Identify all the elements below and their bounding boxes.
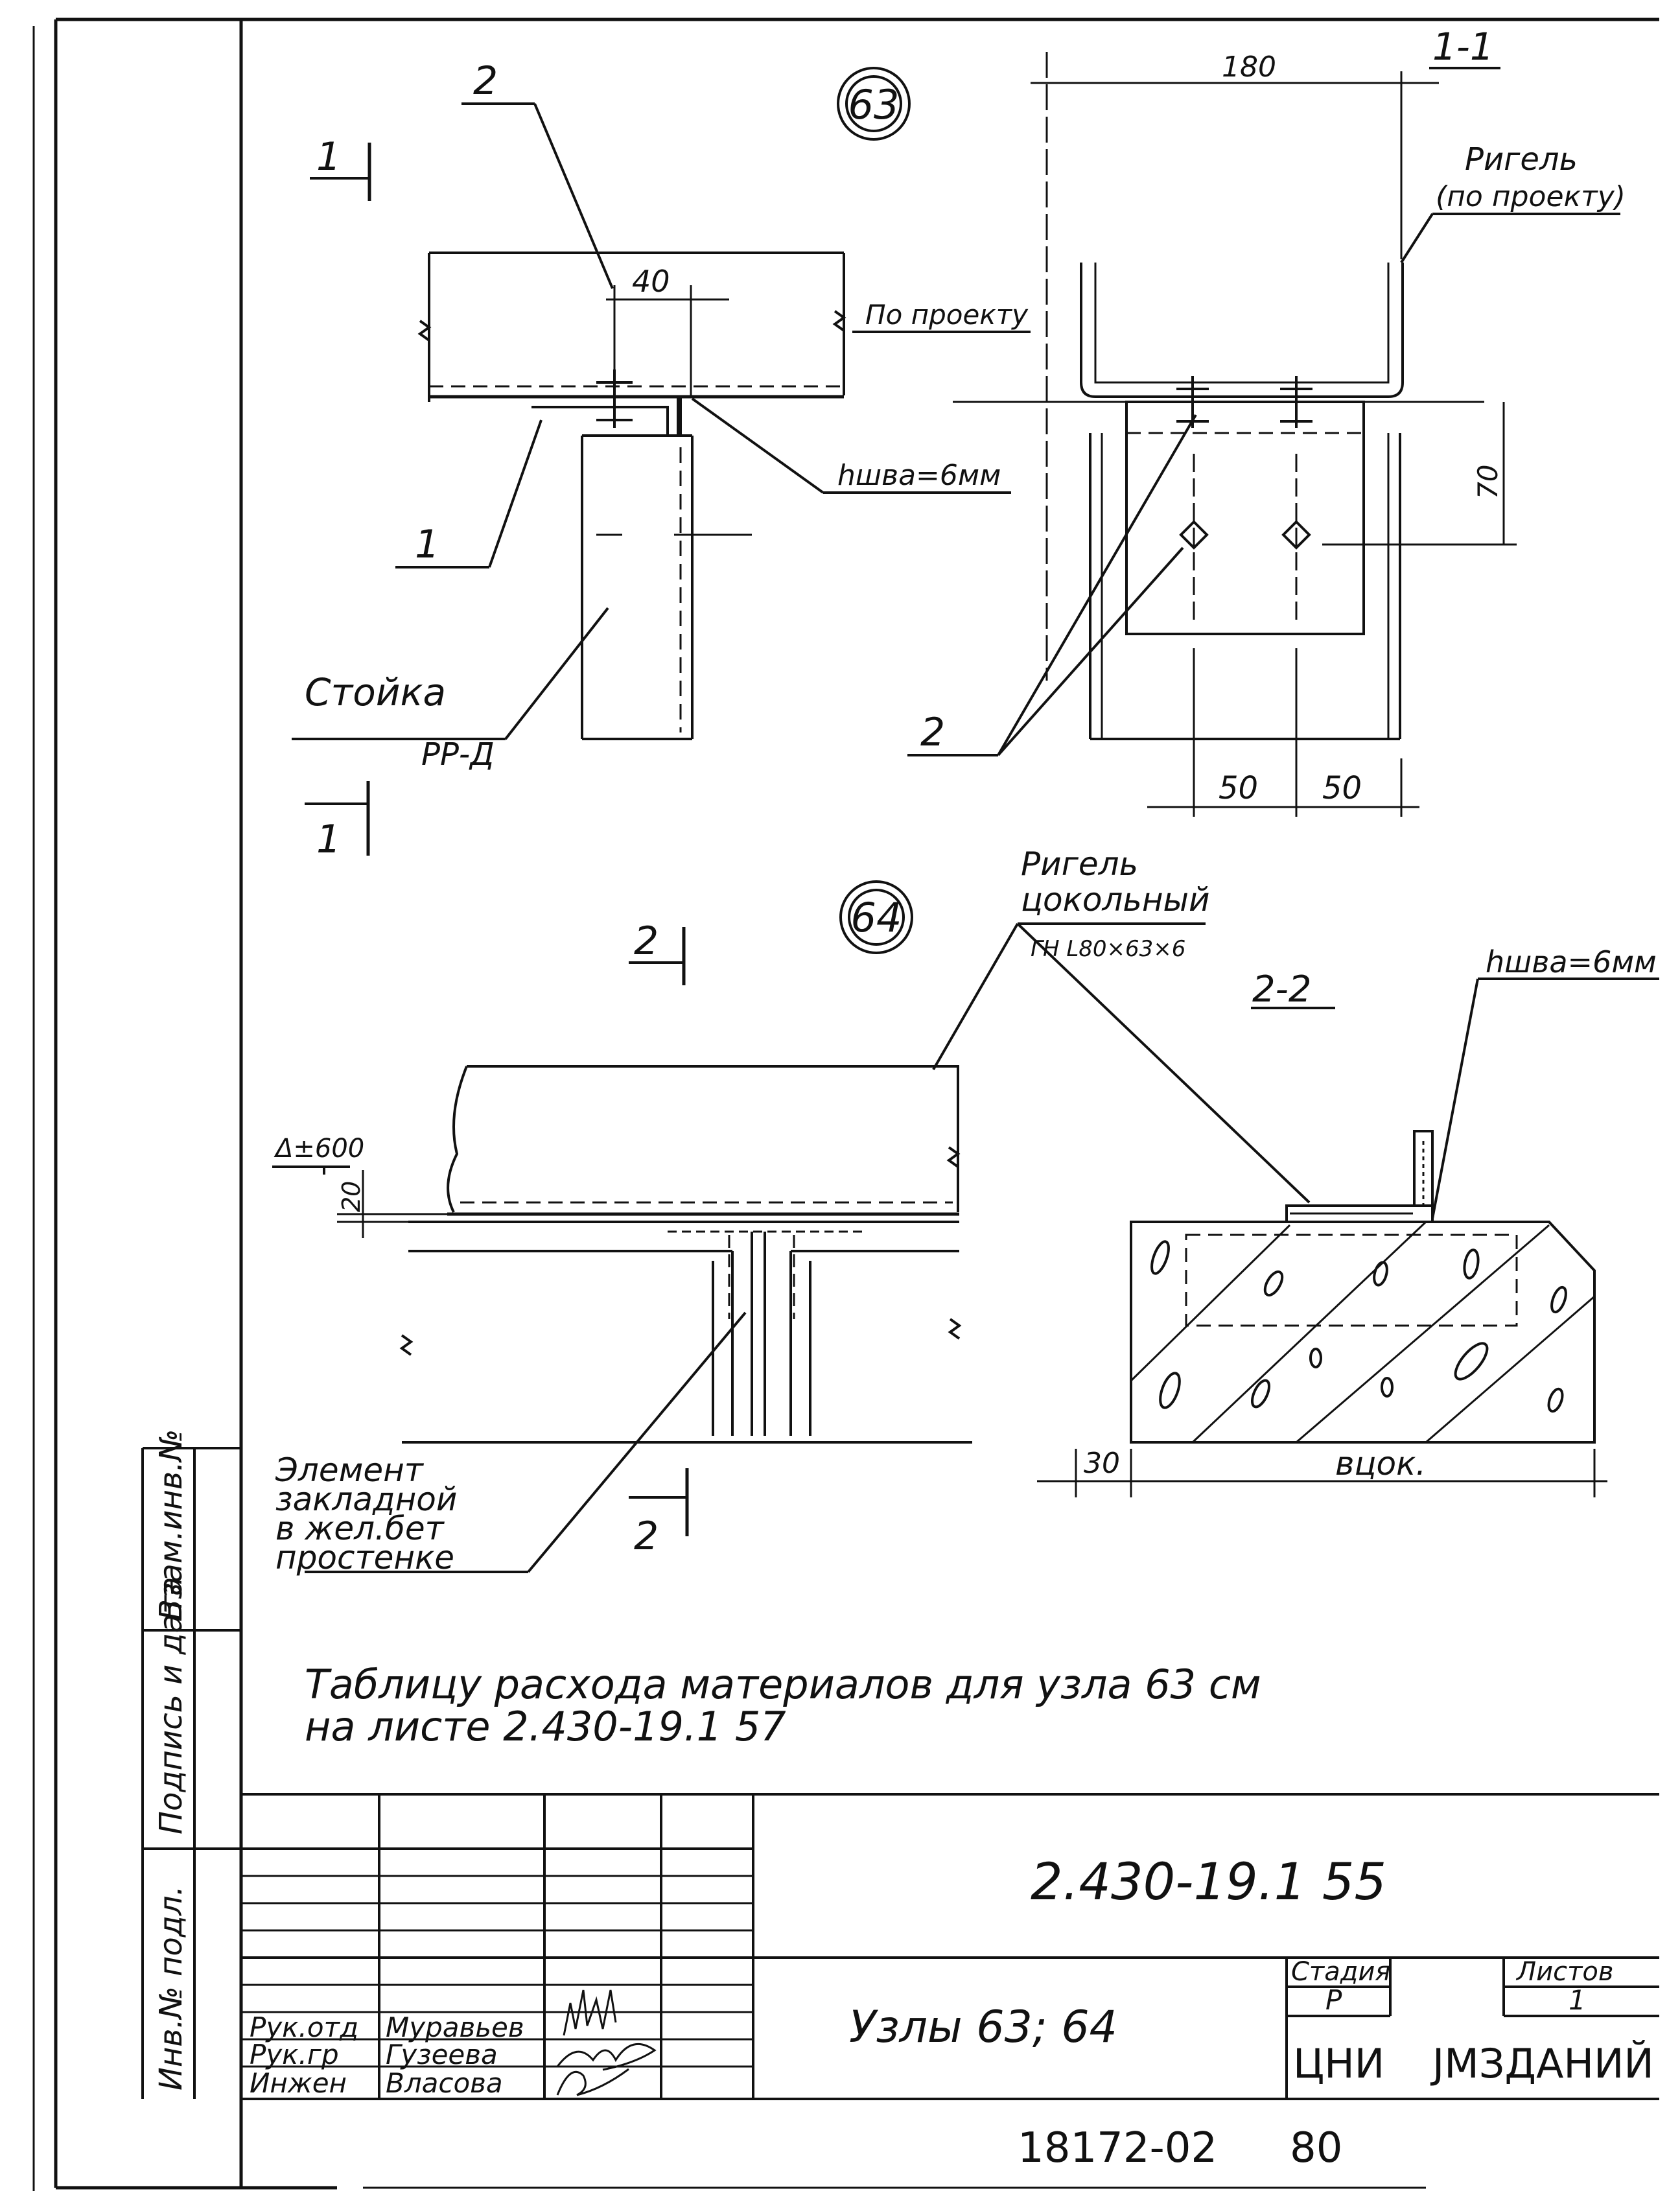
node-64-riegel-2: цокольный: [1021, 881, 1210, 919]
node-64-embed-2: закладной: [275, 1481, 457, 1518]
signatures: [556, 1989, 657, 2096]
sheet-frame: [32, 18, 1659, 2191]
stamp-inv-replace: Взам.инв.№: [153, 1429, 189, 1621]
node-64-section-mark-top: 2: [634, 919, 659, 964]
node-64-riegel-1: Ригель: [1021, 845, 1138, 883]
title-stage-value: Р: [1325, 1984, 1342, 2016]
node-64-embed-4: простенке: [275, 1539, 454, 1576]
node-64-riegel-3: ГН L80×63×6: [1031, 936, 1185, 962]
node-63-leader-1: 1: [415, 522, 439, 567]
node-64-elev: Δ±600: [274, 1134, 364, 1164]
section-2-2-width: вцок.: [1335, 1445, 1426, 1482]
node-64-embed-1: Элемент: [275, 1451, 425, 1489]
node-64-elevation: [272, 880, 1311, 1573]
section-2-2-weld: hшва=6мм: [1486, 944, 1657, 979]
node-63-section-mark-top: 1: [316, 134, 341, 180]
node-63-post-label-1: Стойка: [305, 670, 446, 714]
node-64-marker: 64: [851, 894, 902, 941]
title-role-3: Инжен: [250, 2067, 347, 2099]
section-2-2-dim-30: 30: [1084, 1447, 1120, 1480]
stamp-sign-date: Подпись и дата: [153, 1576, 189, 1834]
title-name-3: Власова: [386, 2067, 503, 2099]
node-64-section-mark-bottom: 2: [634, 1514, 659, 1559]
title-sheet-value: 1: [1569, 1984, 1586, 2016]
node-63-per-project: По проекту: [865, 299, 1029, 331]
title-sheet-title: Узлы 63; 64: [849, 2002, 1117, 2053]
node-63-section-mark-bottom: 1: [316, 817, 341, 862]
title-name-2: Гузеева: [386, 2039, 498, 2070]
section-1-1-dim-50b: 50: [1322, 770, 1362, 806]
title-role-2: Рук.гр: [250, 2039, 339, 2070]
stamp-inv-orig: Инв.№ подл.: [153, 1886, 189, 2091]
title-archive-no: 18172-02: [1018, 2124, 1217, 2172]
title-sheet-header: Листов: [1515, 1957, 1613, 1987]
node-64-dim-20: 20: [337, 1181, 366, 1212]
node-63-post-label-2: РР-Д: [421, 736, 495, 773]
title-role-1: Рук.отд: [250, 2011, 358, 2043]
node-63-dim-40: 40: [632, 264, 670, 299]
section-2-2-title: 2-2: [1252, 968, 1311, 1011]
section-1-1-riegel-1: Ригель: [1465, 141, 1578, 178]
side-stamp-boxes: [141, 1447, 241, 2099]
section-1-1-title: 1-1: [1432, 25, 1494, 69]
title-block-grid: [241, 1793, 1659, 2100]
section-1-1-leader-2: 2: [920, 710, 945, 755]
section-1-1-dim-180: 180: [1222, 51, 1276, 84]
title-doc-code: 2.430-19.1 55: [1031, 1853, 1386, 1912]
title-format-no: 80: [1290, 2124, 1342, 2172]
note-line-1: Таблицу расхода материалов для узла 63 с…: [305, 1661, 1261, 1708]
title-org-right: ЈМЗДАНИЙ: [1430, 2040, 1654, 2087]
node-64-embed-3: в жел.бет: [275, 1510, 445, 1547]
section-1-1-dim-50a: 50: [1219, 770, 1258, 806]
section-1-1: [907, 52, 1620, 817]
node-63-leader-2: 2: [473, 58, 498, 104]
section-1-1-riegel-2: (по проекту): [1436, 180, 1626, 213]
node-63-marker: 63: [848, 81, 900, 128]
node-63-elevation: [292, 67, 1031, 856]
section-1-1-dim-70: 70: [1472, 465, 1504, 499]
title-name-1: Муравьев: [386, 2011, 524, 2043]
title-org-left: ЦНИ: [1293, 2040, 1384, 2087]
node-63-weld: hшва=6мм: [837, 459, 1001, 492]
title-stage-header: Стадия: [1291, 1957, 1390, 1987]
note-line-2: на листе 2.430-19.1 57: [305, 1703, 786, 1750]
section-2-2: [1037, 978, 1659, 1497]
